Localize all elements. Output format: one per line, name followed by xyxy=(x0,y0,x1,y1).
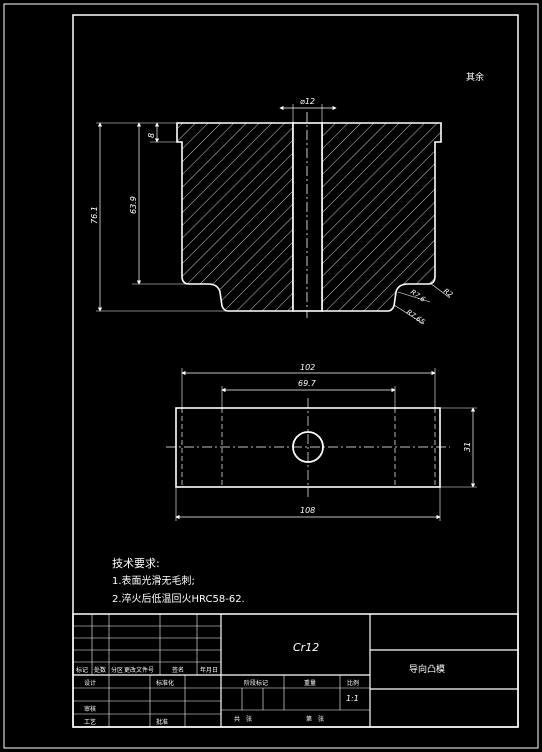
title-block xyxy=(72,613,519,728)
label-biaozhunhua: 标准化 xyxy=(156,679,174,687)
label-di-zhang: 第 张 xyxy=(306,715,324,723)
tech-req-item-2: 2.淬火后低温回火HRC58-62. xyxy=(112,592,245,605)
dim-radius-1: R7.6 xyxy=(409,288,427,304)
leader-r2 xyxy=(429,282,451,299)
material-name: Cr12 xyxy=(293,641,319,654)
label-qianming: 签名 xyxy=(172,666,184,674)
label-gengai: 更改文件号 xyxy=(124,666,154,674)
label-gong-zhang: 共 张 xyxy=(234,715,252,723)
section-right-half xyxy=(321,122,442,312)
dim-slot-width: 69.7 xyxy=(298,379,317,388)
label-shenhe: 审核 xyxy=(84,705,96,713)
scale-value: 1:1 xyxy=(346,694,359,703)
dim-flange: 8 xyxy=(147,133,156,138)
tech-requirements: 技术要求: 1.表面光滑无毛刺; 2.淬火后低温回火HRC58-62. xyxy=(112,557,245,605)
label-bili: 比例 xyxy=(347,679,359,687)
dim-height: 31 xyxy=(463,442,472,452)
label-gongyi: 工艺 xyxy=(84,718,96,726)
inner-border xyxy=(72,14,519,728)
leader-r7-65 xyxy=(393,304,425,325)
label-pizhun: 批准 xyxy=(156,718,168,726)
dim-inner-height: 63.9 xyxy=(129,196,138,214)
part-name: 导向凸模 xyxy=(409,663,445,675)
surface-note: 其余 xyxy=(466,71,484,83)
dim-radius-2: R2 xyxy=(442,287,455,299)
label-chushu: 处数 xyxy=(94,666,106,674)
label-sheji: 设计 xyxy=(84,679,96,687)
label-biaoji: 标记 xyxy=(76,666,88,674)
label-jieduan: 阶段标记 xyxy=(244,679,268,687)
outer-border xyxy=(3,3,539,749)
dim-total-height: 76.1 xyxy=(90,206,99,224)
dim-inner-width: 102 xyxy=(300,363,315,372)
section-view: ⌀12 8 63.9 76.1 R7.6 R2 R7.65 xyxy=(90,97,455,327)
dim-hole-dia: ⌀12 xyxy=(300,97,315,106)
label-nianyueri: 年月日 xyxy=(200,666,218,674)
tech-req-item-1: 1.表面光滑无毛刺; xyxy=(112,574,195,587)
tech-req-title: 技术要求: xyxy=(112,557,160,570)
section-left-half xyxy=(176,122,294,312)
plan-view: 102 69.7 108 31 xyxy=(166,363,477,521)
dim-outer-width: 108 xyxy=(300,506,315,515)
label-fenqu: 分区 xyxy=(111,666,123,674)
center-hole xyxy=(292,122,323,312)
leader-r7-6 xyxy=(397,291,431,303)
label-zhongliang: 重量 xyxy=(304,679,316,687)
